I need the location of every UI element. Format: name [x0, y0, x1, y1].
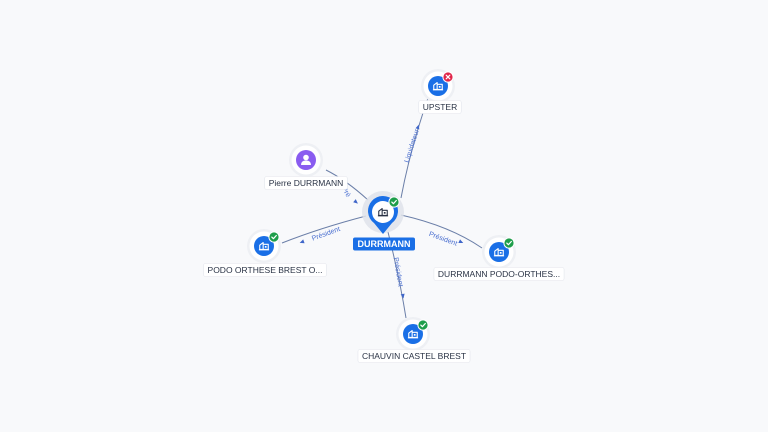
node-label-box	[264, 176, 348, 190]
node-label: Pierre DURRMANN	[269, 178, 344, 188]
edge-arrow-icon	[400, 293, 405, 299]
building-icon	[258, 242, 270, 251]
edge-line	[281, 215, 367, 244]
node-upster[interactable]: UPSTER	[418, 69, 462, 114]
building-icon	[407, 330, 419, 339]
node-avatar	[403, 324, 423, 344]
node-label-box	[357, 349, 471, 363]
edge-arrow-icon	[299, 239, 305, 244]
building-icon	[432, 82, 444, 91]
edge-arrow-icon	[458, 239, 464, 244]
status-closed-x-icon	[442, 71, 454, 83]
edge-label: Président	[311, 226, 341, 243]
node-podo[interactable]: PODO ORTHESE BREST O...	[203, 229, 327, 277]
edge-label: Président	[428, 231, 458, 248]
status-active-check-icon	[503, 237, 515, 249]
node-pierre[interactable]: Pierre DURRMANN	[264, 143, 348, 190]
edge-label: Liquidateur	[404, 128, 422, 164]
node-durrmann[interactable]: DURRMANN	[353, 191, 415, 251]
building-icon	[493, 248, 505, 257]
node-label: DURRMANN PODO-ORTHES...	[438, 269, 560, 279]
node-label-box	[433, 267, 565, 281]
node-label: CHAUVIN CASTEL BREST	[362, 351, 466, 361]
node-durrpodo[interactable]: DURRMANN PODO-ORTHES...	[433, 235, 565, 281]
edge-arrow-icon	[415, 124, 420, 130]
pin-inner-circle	[372, 201, 394, 223]
status-active-check-icon	[417, 319, 429, 331]
node-label-box	[353, 237, 415, 251]
node-chauvin[interactable]: CHAUVIN CASTEL BREST	[357, 317, 471, 363]
building-icon	[377, 208, 389, 217]
nodes-layer: DURRMANN UPSTER Pierre DURRMANN PODO ORTHES…	[203, 69, 565, 363]
node-label: PODO ORTHESE BREST O...	[208, 265, 323, 275]
edge-label: Président	[392, 257, 404, 287]
node-label-box	[418, 100, 462, 114]
person-icon	[301, 154, 311, 165]
node-label-box	[203, 263, 327, 277]
edge-label: Pré	[340, 186, 352, 199]
node-label: UPSTER	[423, 102, 457, 112]
node-avatar	[254, 236, 274, 256]
edge-line	[400, 214, 483, 249]
node-label: DURRMANN	[358, 239, 411, 249]
edge-arrow-icon	[353, 199, 358, 204]
node-avatar	[428, 76, 448, 96]
status-active-check-icon	[388, 196, 400, 208]
node-avatar	[489, 242, 509, 262]
status-active-check-icon	[268, 231, 280, 243]
